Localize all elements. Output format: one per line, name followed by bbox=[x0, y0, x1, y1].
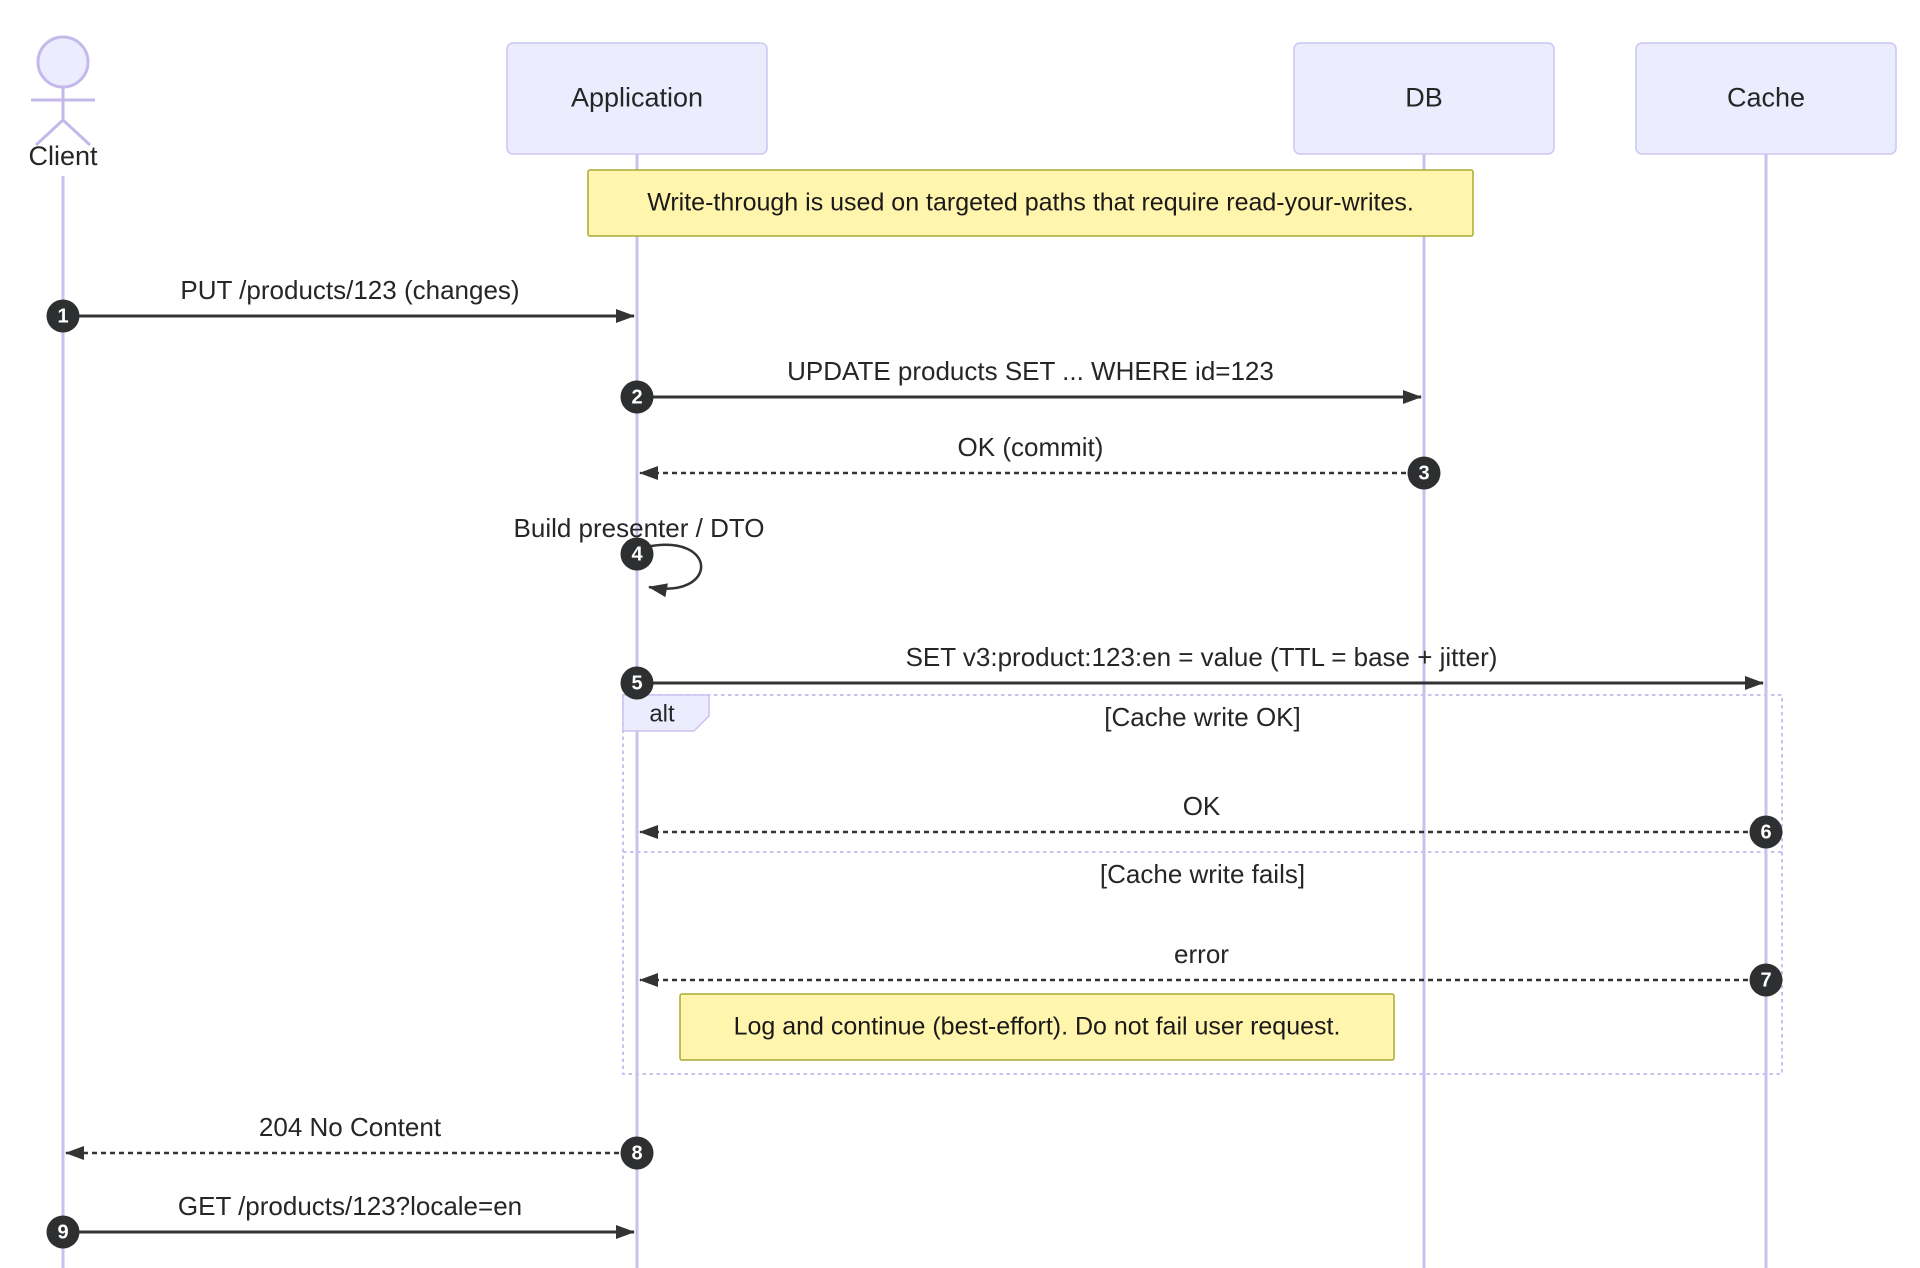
actor-head-icon bbox=[36, 35, 90, 89]
sequence-number: 5 bbox=[631, 672, 642, 694]
sequence-number-badge bbox=[46, 1215, 80, 1249]
sequence-number: 9 bbox=[57, 1221, 68, 1243]
sequence-number-badge bbox=[620, 537, 654, 571]
participant-label-db: DB bbox=[1405, 83, 1443, 113]
sequence-number: 4 bbox=[631, 543, 643, 565]
sequence-number: 3 bbox=[1418, 462, 1429, 484]
sequence-number-badge bbox=[1407, 456, 1441, 490]
message-label: OK (commit) bbox=[958, 432, 1104, 462]
participant-box-cache bbox=[1635, 42, 1897, 155]
actor-label-client: Client bbox=[28, 141, 98, 171]
sequence-number-badge bbox=[1749, 963, 1783, 997]
participant-box-db bbox=[1293, 42, 1555, 155]
sequence-number-badge bbox=[620, 666, 654, 700]
sequence-number-badge bbox=[620, 1136, 654, 1170]
message-label: PUT /products/123 (changes) bbox=[180, 275, 519, 305]
message-label: 204 No Content bbox=[259, 1112, 442, 1142]
sequence-number-badge bbox=[1749, 815, 1783, 849]
participant-box-app bbox=[506, 42, 768, 155]
alt-condition-label: [Cache write OK] bbox=[1104, 702, 1301, 732]
message-label: UPDATE products SET ... WHERE id=123 bbox=[787, 356, 1274, 386]
note-text: Write-through is used on targeted paths … bbox=[647, 189, 1414, 217]
sequence-number: 7 bbox=[1760, 969, 1771, 991]
sequence-number: 1 bbox=[57, 305, 68, 327]
participant-label-app: Application bbox=[571, 83, 703, 113]
sequence-number: 6 bbox=[1760, 821, 1771, 843]
participant-label-cache: Cache bbox=[1727, 83, 1805, 113]
sequence-number: 2 bbox=[631, 386, 642, 408]
actor-left-leg-icon bbox=[34, 118, 65, 147]
note-box bbox=[587, 169, 1474, 237]
alt-condition-label: [Cache write fails] bbox=[1100, 859, 1305, 889]
alt-fragment-border bbox=[622, 694, 1783, 1075]
actor-right-leg-icon bbox=[61, 118, 92, 147]
sequence-number-badge bbox=[46, 299, 80, 333]
message-label: SET v3:product:123:en = value (TTL = bas… bbox=[906, 642, 1498, 672]
note-text: Log and continue (best-effort). Do not f… bbox=[734, 1013, 1341, 1041]
alt-label: alt bbox=[649, 700, 675, 727]
self-message-arrow bbox=[645, 543, 703, 598]
note-box bbox=[679, 993, 1395, 1061]
message-label: error bbox=[1174, 939, 1229, 969]
sequence-number-badge bbox=[620, 380, 654, 414]
alt-label-tab bbox=[622, 694, 710, 732]
sequence-number: 8 bbox=[631, 1142, 642, 1164]
message-label: OK bbox=[1183, 791, 1221, 821]
message-label: GET /products/123?locale=en bbox=[178, 1191, 522, 1221]
